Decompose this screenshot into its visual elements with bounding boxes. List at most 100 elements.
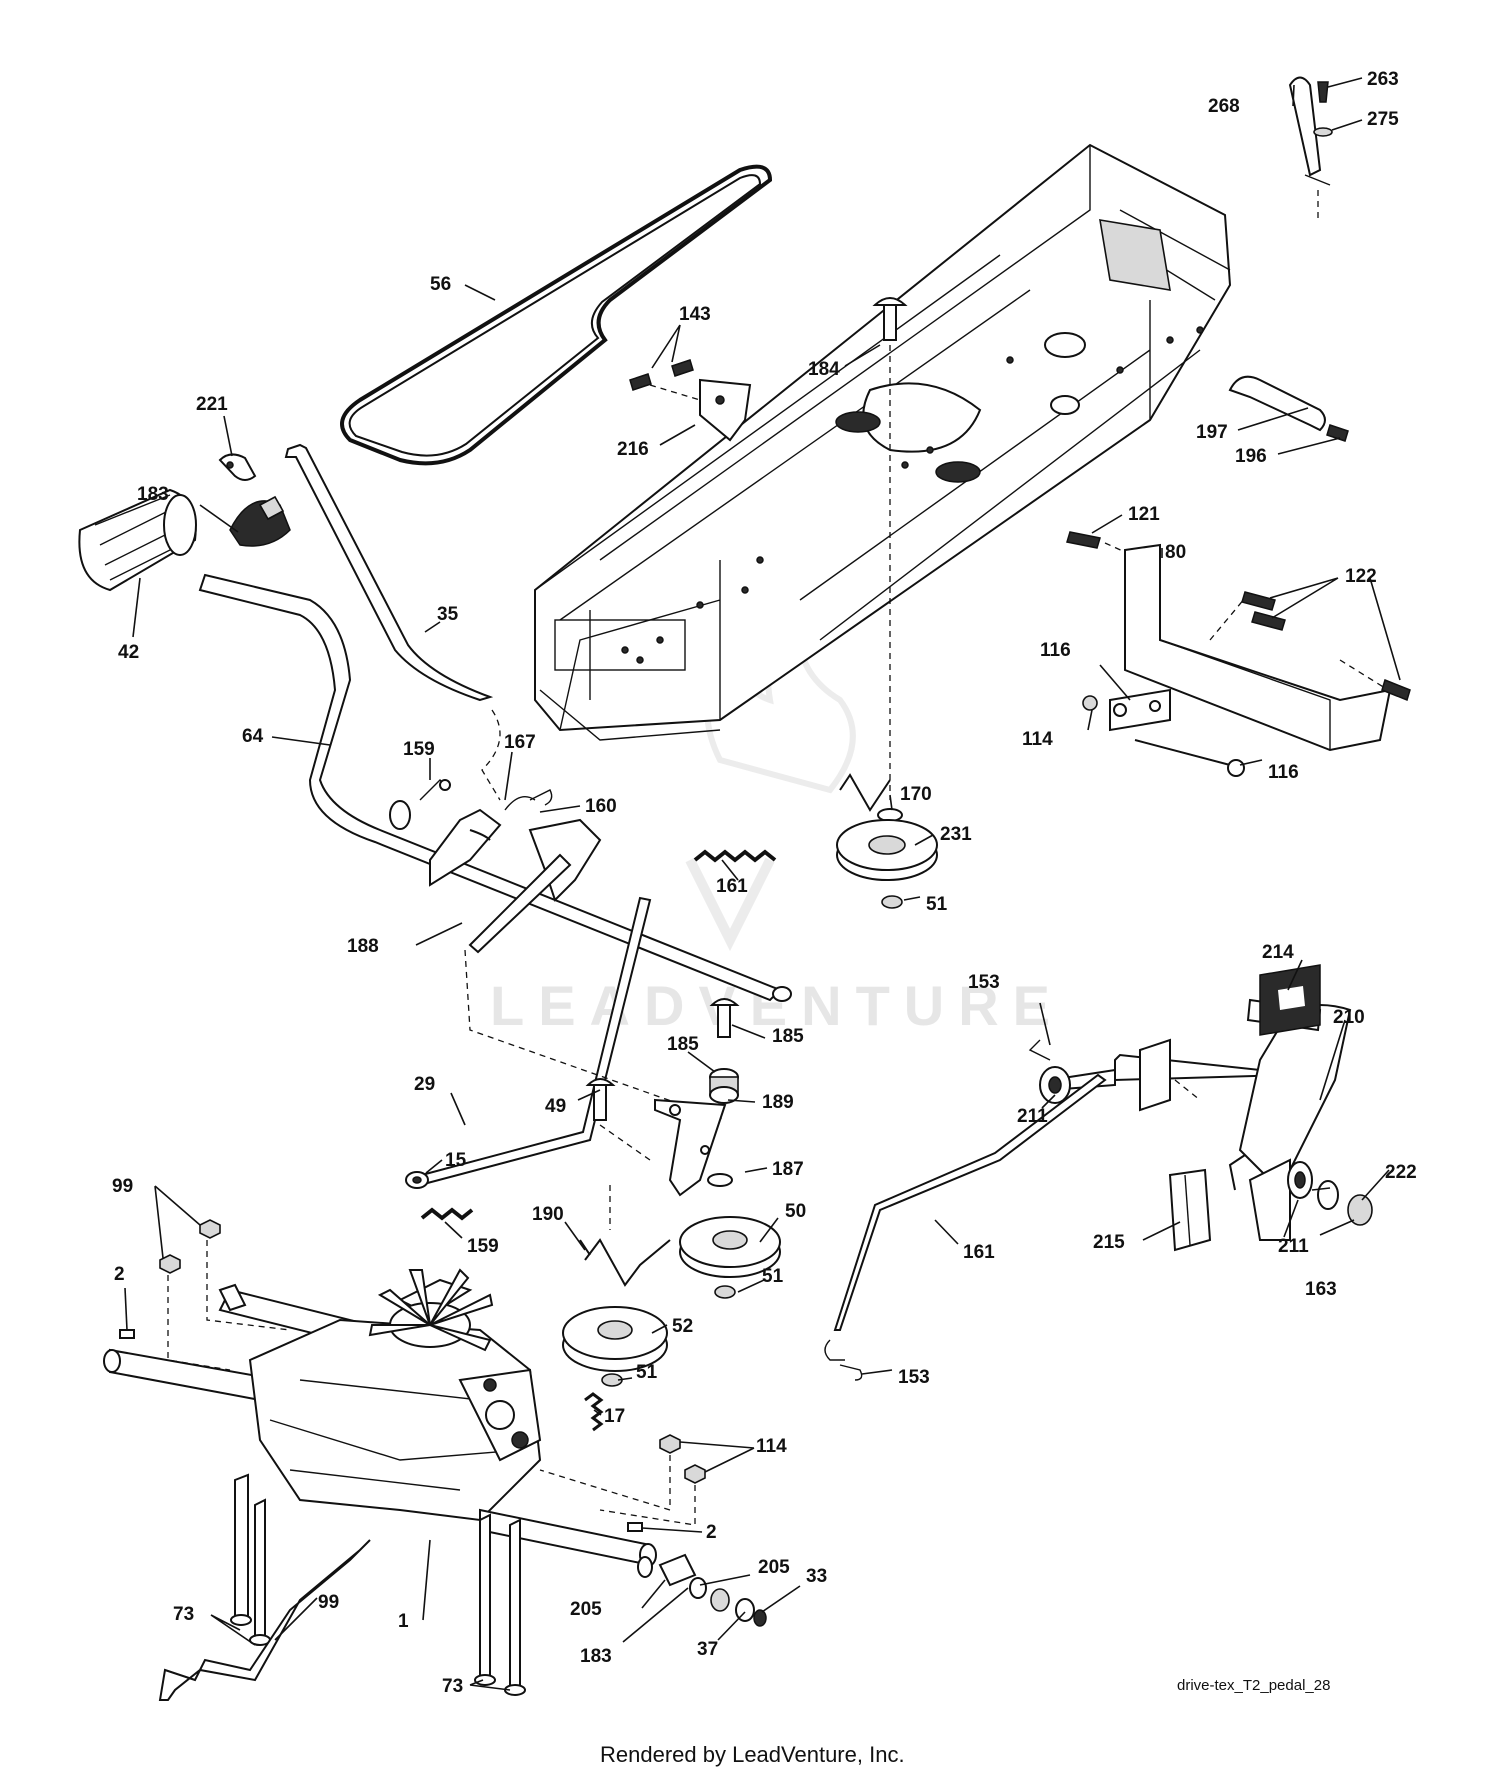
callout-114: 114 <box>1022 729 1053 750</box>
nuts-keys <box>119 1219 706 1532</box>
washer-15-bolt-159 <box>405 1171 474 1221</box>
callout-51c: 51 <box>636 1362 658 1383</box>
callout-216: 216 <box>617 439 649 460</box>
callout-166: 163 <box>1305 1279 1337 1300</box>
callout-187: 187 <box>772 1159 804 1180</box>
callout-185: 184 <box>808 359 840 380</box>
callout-170: 170 <box>900 784 932 805</box>
transaxle-1 <box>103 1268 657 1696</box>
callout-161: 161 <box>716 876 748 897</box>
callout-231: 231 <box>940 824 972 845</box>
callout-143: 143 <box>679 304 711 325</box>
callout-51b: 51 <box>762 1266 784 1287</box>
callout-205b: 205 <box>570 1599 602 1620</box>
callout-64: 64 <box>242 726 264 747</box>
callout-121: 116 <box>1040 640 1071 661</box>
diagram-reference-id: drive-tex_T2_pedal_28 <box>1177 1677 1330 1694</box>
bolt-185-top <box>872 297 908 800</box>
cover-215 <box>1168 1168 1212 1252</box>
handle-grip-42 <box>78 488 197 592</box>
pedal-assembly <box>824 998 1373 1381</box>
callout-221: 221 <box>196 394 228 415</box>
callout-263: 263 <box>1367 69 1399 90</box>
rod-99 <box>158 1539 371 1701</box>
callout-160: 160 <box>585 796 617 817</box>
callout-42: 42 <box>118 642 139 663</box>
callout-211b: 211 <box>1278 1236 1309 1257</box>
callout-99: 99 <box>318 1592 339 1613</box>
rod-197 <box>1228 375 1349 442</box>
callout-56: 56 <box>430 274 451 295</box>
callout-153: 153 <box>968 972 1000 993</box>
callout-122: 116 <box>1268 762 1299 783</box>
pulley-52 <box>562 1306 668 1387</box>
footer-credit: Rendered by LeadVenture, Inc. <box>600 1742 905 1767</box>
callout-184: 183 <box>137 484 169 505</box>
pulley-231 <box>836 773 938 909</box>
callout-189: 189 <box>762 1092 794 1113</box>
callout-labels: 56 143 216 184 268 263 275 197 196 121 8… <box>112 69 1417 1697</box>
callout-268: 268 <box>1208 96 1240 117</box>
callout-116b: 114 <box>756 1436 787 1457</box>
callout-210: 210 <box>1333 1007 1365 1028</box>
lever-64 <box>198 573 792 1002</box>
callout-2: 2 <box>114 1264 125 1285</box>
axle-hardware <box>637 1553 767 1627</box>
idler-plate-189 <box>585 998 740 1230</box>
callout-222: 222 <box>1385 1162 1417 1183</box>
leader-lines <box>124 77 1401 1691</box>
bracket-216 <box>629 359 752 442</box>
rod-35 <box>284 443 501 801</box>
callout-275: 275 <box>1367 109 1399 130</box>
spring-161 <box>693 849 777 863</box>
callout-33: 33 <box>806 1566 827 1587</box>
callout-15: 15 <box>445 1150 467 1171</box>
callout-196: 196 <box>1235 446 1267 467</box>
callout-197: 197 <box>1196 422 1228 443</box>
frame-assembly <box>534 143 1232 741</box>
callout-80: 80 <box>1165 542 1186 563</box>
callout-29: 29 <box>414 1074 435 1095</box>
callout-205: 205 <box>758 1557 790 1578</box>
callout-125b: 122 <box>1345 566 1377 587</box>
cap-184-clip-221 <box>218 453 291 547</box>
callout-37: 37 <box>697 1639 718 1660</box>
pedal-pad-214 <box>1259 964 1321 1036</box>
callout-116: 99 <box>112 1176 133 1197</box>
pulley-50 <box>679 1216 781 1299</box>
callout-125: 121 <box>1128 504 1160 525</box>
callout-214: 214 <box>1262 942 1294 963</box>
callout-188: 188 <box>347 936 379 957</box>
callout-185b: 185 <box>772 1026 804 1047</box>
callout-73b: 73 <box>442 1676 463 1697</box>
callout-50: 50 <box>785 1201 806 1222</box>
callout-211: 211 <box>1017 1106 1048 1127</box>
callout-73: 73 <box>173 1604 194 1625</box>
watermark-text: LEADVENTURE <box>490 974 1064 1037</box>
callout-49: 49 <box>545 1096 566 1117</box>
spring-190 <box>579 1238 671 1287</box>
callout-52: 52 <box>672 1316 693 1337</box>
callout-183: 183 <box>580 1646 612 1667</box>
watermark: LEADVENTURE <box>490 603 1064 1037</box>
callout-186: 185 <box>667 1034 699 1055</box>
callout-190: 190 <box>532 1204 564 1225</box>
callout-35: 35 <box>437 604 459 625</box>
pins-159-167-160 <box>419 779 553 811</box>
callout-2b: 2 <box>706 1522 717 1543</box>
drive-belt <box>340 164 773 466</box>
callout-163: 161 <box>963 1242 995 1263</box>
callout-159b: 159 <box>467 1236 499 1257</box>
cooling-fan <box>368 1268 494 1352</box>
callout-167: 167 <box>504 732 536 753</box>
lever-268 <box>1288 76 1333 220</box>
callout-153b: 153 <box>898 1367 930 1388</box>
callout-17: 17 <box>604 1406 625 1427</box>
callout-51: 51 <box>926 894 948 915</box>
callout-1: 1 <box>398 1611 409 1632</box>
spring-17 <box>584 1392 604 1432</box>
shield-80 <box>1066 531 1411 777</box>
callout-215: 215 <box>1093 1232 1125 1253</box>
callout-159: 159 <box>403 739 435 760</box>
